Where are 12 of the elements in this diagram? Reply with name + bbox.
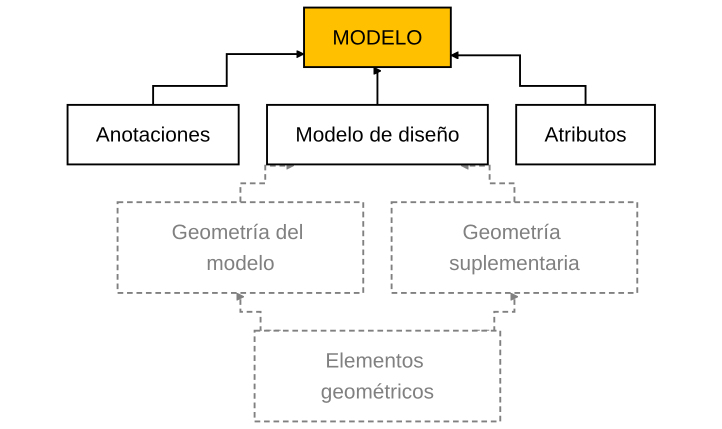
node-box: Anotaciones [66,104,240,166]
arrow [239,162,294,204]
node-box: Elementos geométricos [253,330,501,422]
node-box: Modelo de diseño [266,104,489,166]
arrow [460,162,516,204]
node-box: Geometría suplementaria [390,201,638,294]
arrow [152,50,304,106]
arrow [450,51,586,106]
arrow [373,66,382,106]
node-box: MODELO [302,6,452,68]
node-box: Geometría del modelo [116,201,364,294]
node-box: Atributos [514,104,656,166]
